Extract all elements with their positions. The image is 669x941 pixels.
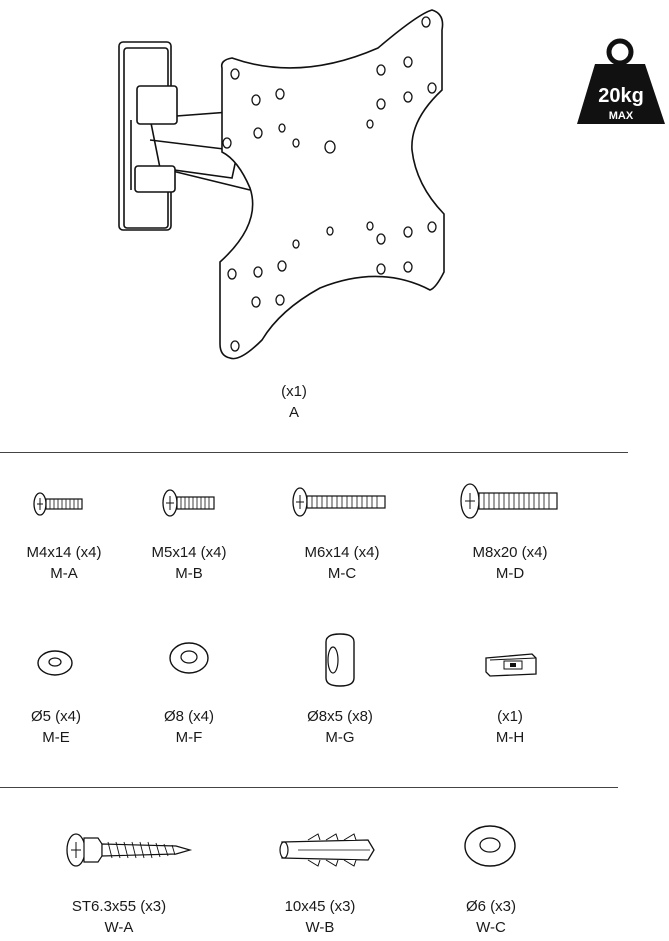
- bubble-level-code: M-H: [495, 729, 525, 746]
- wall-plug-icon: [279, 833, 375, 867]
- screw-m8-icon: [460, 483, 558, 519]
- divider-bottom: [0, 787, 618, 788]
- screw-m5-size: M5x14 (x4): [151, 544, 227, 561]
- bracket-code: A: [288, 404, 299, 421]
- screw-m6-label: M6x14 (x4) M-C: [304, 542, 379, 584]
- screw-m8-size: M8x20 (x4): [472, 544, 548, 561]
- washer-8-icon: [169, 642, 209, 674]
- washer-5-icon: [37, 650, 73, 676]
- washer-5-label: Ø5 (x4) M-E: [31, 706, 81, 748]
- screw-m6-code: M-C: [327, 565, 357, 582]
- wall-plug-code: W-B: [305, 919, 335, 936]
- bubble-level-qty: (x1): [497, 708, 523, 725]
- wood-screw-code: W-A: [104, 919, 134, 936]
- spacer-icon: [325, 633, 355, 687]
- screw-m5-label: M5x14 (x4) M-B: [151, 542, 226, 584]
- washer-5-code: M-E: [42, 729, 70, 746]
- wood-screw-size: ST6.3x55 (x3): [71, 898, 167, 915]
- wall-plug-size: 10x45 (x3): [284, 898, 356, 915]
- weight-icon: 20kg MAX: [577, 38, 665, 124]
- wood-screw-label: ST6.3x55 (x3) W-A: [72, 896, 166, 938]
- screw-m4-icon: [33, 492, 83, 516]
- washer-6-label: Ø6 (x3) W-C: [466, 896, 516, 938]
- screw-m4-size: M4x14 (x4): [26, 544, 102, 561]
- screw-m8-label: M8x20 (x4) M-D: [472, 542, 547, 584]
- washer-8-label: Ø8 (x4) M-F: [164, 706, 214, 748]
- wood-screw-icon: [66, 833, 193, 867]
- spacer-code: M-G: [325, 729, 355, 746]
- bubble-level-icon: [485, 653, 537, 677]
- spacer-size: Ø8x5 (x8): [307, 708, 373, 725]
- bracket-qty: (x1): [281, 383, 307, 400]
- screw-m4-code: M-A: [50, 565, 78, 582]
- weight-value: 20kg: [598, 85, 644, 107]
- wall-plug-label: 10x45 (x3) W-B: [285, 896, 356, 938]
- divider-top: [0, 452, 628, 453]
- screw-m5-icon: [162, 489, 215, 517]
- screw-m8-code: M-D: [495, 565, 525, 582]
- washer-8-code: M-F: [175, 729, 203, 746]
- washer-6-size: Ø6 (x3): [465, 898, 517, 915]
- washer-8-size: Ø8 (x4): [163, 708, 215, 725]
- screw-m6-size: M6x14 (x4): [304, 544, 380, 561]
- bracket-label: (x1) A: [281, 381, 307, 423]
- washer-6-code: W-C: [476, 919, 506, 936]
- washer-5-size: Ø5 (x4): [30, 708, 82, 725]
- screw-m4-label: M4x14 (x4) M-A: [26, 542, 101, 584]
- screw-m6-icon: [292, 487, 386, 517]
- screw-m5-code: M-B: [175, 565, 203, 582]
- weight-sub: MAX: [609, 110, 634, 122]
- bubble-level-label: (x1) M-H: [496, 706, 524, 748]
- spacer-label: Ø8x5 (x8) M-G: [307, 706, 373, 748]
- washer-6-icon: [464, 825, 516, 867]
